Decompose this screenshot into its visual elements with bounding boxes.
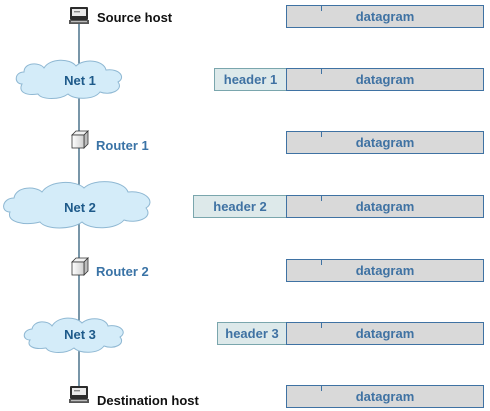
datagram-box-router-1: datagram (286, 131, 484, 154)
datagram-label: datagram (355, 263, 415, 278)
datagram-label: datagram (355, 199, 415, 214)
header-2-label: header 2 (213, 199, 267, 214)
datagram-divider (321, 260, 322, 265)
header-1-box: header 1 (214, 68, 287, 91)
net-3-cloud-icon (23, 317, 124, 353)
router-1-box-icon (71, 130, 89, 149)
net-1-label: Net 1 (64, 73, 96, 88)
datagram-label: datagram (355, 135, 415, 150)
header-3-label: header 3 (225, 326, 279, 341)
net-1-cloud-icon (15, 59, 122, 99)
net-2-label: Net 2 (64, 200, 96, 215)
source-host-computer-icon (69, 7, 89, 24)
net-2-cloud-icon (3, 181, 151, 229)
datagram-box-net-1: datagram (286, 68, 484, 91)
router-1-label: Router 1 (96, 138, 149, 153)
datagram-divider (321, 323, 322, 328)
datagram-divider (321, 69, 322, 74)
datagram-label: datagram (355, 72, 415, 87)
datagram-box-router-2: datagram (286, 259, 484, 282)
datagram-label: datagram (355, 9, 415, 24)
destination-host-label: Destination host (97, 393, 199, 408)
datagram-label: datagram (355, 326, 415, 341)
datagram-box-source: datagram (286, 5, 484, 28)
router-2-label: Router 2 (96, 264, 149, 279)
datagram-divider (321, 6, 322, 11)
datagram-box-net-2: datagram (286, 195, 484, 218)
source-host-label: Source host (97, 10, 173, 25)
datagram-divider (321, 196, 322, 201)
datagram-box-destination: datagram (286, 385, 484, 408)
datagram-label: datagram (355, 389, 415, 404)
header-2-box: header 2 (193, 195, 287, 218)
destination-host-computer-icon (69, 386, 89, 403)
header-1-label: header 1 (223, 72, 278, 87)
datagram-divider (321, 132, 322, 137)
datagram-box-net-3: datagram (286, 322, 484, 345)
header-3-box: header 3 (217, 322, 287, 345)
router-2-box-icon (71, 257, 89, 276)
net-3-label: Net 3 (64, 327, 96, 342)
datagram-divider (321, 386, 322, 391)
